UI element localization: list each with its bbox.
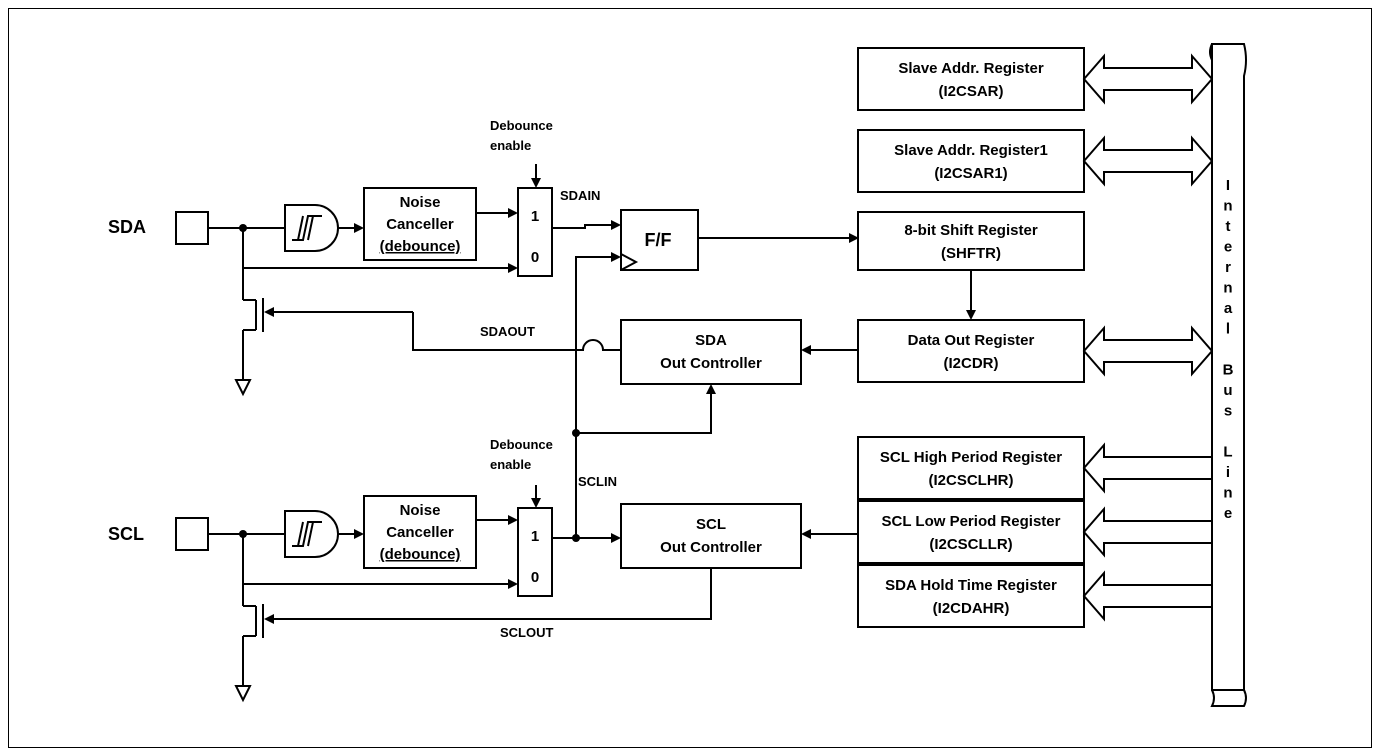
scl-oc-line1: SCL	[696, 516, 726, 533]
sda-pin-label: SDA	[108, 217, 146, 237]
scl-pin	[175, 517, 209, 551]
reg-sda-hold	[857, 564, 1085, 628]
reg-sda-hold-l2: (I2CDAHR)	[933, 600, 1010, 617]
scl-nc-line3: (debounce)	[380, 546, 461, 563]
scl-nc-line2: Canceller	[386, 524, 454, 541]
internal-bus-letter: n	[1223, 198, 1232, 215]
sda-mux	[517, 187, 553, 277]
scl-ground-icon	[234, 685, 252, 703]
sda-mux-0: 0	[531, 249, 539, 266]
reg-scl-high-l1: SCL High Period Register	[880, 449, 1062, 466]
sda-oc-line2: Out Controller	[660, 355, 762, 372]
internal-bus-letter: a	[1224, 300, 1233, 317]
scl-enable-label: enable	[490, 457, 531, 472]
sclout-label: SCLOUT	[500, 625, 554, 640]
sda-nc-line3: (debounce)	[380, 238, 461, 255]
sda-enable-label: enable	[490, 138, 531, 153]
bus-arrow-data-out	[1082, 325, 1214, 377]
internal-bus-letter: e	[1224, 505, 1232, 522]
sda-nc-line2: Canceller	[386, 216, 454, 233]
reg-sda-hold-l1: SDA Hold Time Register	[885, 577, 1057, 594]
registers: Slave Addr. Register (I2CSAR) Slave Addr…	[857, 47, 1085, 628]
sda-noise-canceller	[363, 187, 477, 261]
bus-arrow-sda-hold	[1082, 570, 1213, 622]
flip-flop-label: F/F	[645, 230, 672, 250]
reg-scl-low-l1: SCL Low Period Register	[882, 513, 1061, 530]
internal-bus-letter: n	[1223, 485, 1232, 502]
reg-shift-l2: (SHFTR)	[941, 245, 1001, 262]
scl-pin-label: SCL	[108, 524, 144, 544]
internal-bus-letter: B	[1223, 362, 1234, 379]
sda-mux-1: 1	[531, 208, 539, 225]
reg-slave-addr1-l2: (I2CSAR1)	[934, 165, 1007, 182]
internal-bus-letter: s	[1224, 403, 1232, 420]
sda-path: SDA Noise Canceller (debounce) Debounce …	[108, 118, 859, 397]
sda-out-controller-box	[620, 319, 802, 385]
bus-arrow-slave-addr	[1082, 53, 1214, 105]
internal-bus-letter: u	[1223, 382, 1232, 399]
sda-ground-icon	[234, 379, 252, 397]
sda-nc-line1: Noise	[400, 194, 441, 211]
reg-scl-high	[857, 436, 1085, 500]
internal-bus-letter: e	[1224, 239, 1232, 256]
scl-mux-1: 1	[531, 528, 539, 545]
reg-data-out-l1: Data Out Register	[908, 332, 1035, 349]
scl-oc-line2: Out Controller	[660, 539, 762, 556]
scl-mux-0: 0	[531, 569, 539, 586]
reg-scl-low	[857, 500, 1085, 564]
scl-mux	[517, 507, 553, 597]
scl-nc-line1: Noise	[400, 502, 441, 519]
scl-path: SCL Noise Canceller (debounce) Debounce …	[108, 437, 712, 703]
scl-out-controller: SCL Out Controller	[620, 503, 858, 569]
sdaout-label: SDAOUT	[480, 324, 535, 339]
sda-debounce-label: Debounce	[490, 118, 553, 133]
sclin-routing	[572, 252, 716, 542]
scl-debounce-label: Debounce	[490, 437, 553, 452]
reg-slave-addr-l2: (I2CSAR)	[938, 83, 1003, 100]
reg-scl-high-l2: (I2CSCLHR)	[929, 472, 1014, 489]
sdain-label: SDAIN	[560, 188, 600, 203]
sclin-label: SCLIN	[578, 474, 617, 489]
sda-oc-line1: SDA	[695, 332, 727, 349]
internal-bus-letter: t	[1226, 218, 1231, 235]
internal-bus-letter: n	[1223, 280, 1232, 297]
internal-bus-letter: I	[1226, 177, 1230, 194]
reg-shift-l1: 8-bit Shift Register	[904, 222, 1038, 239]
bus-arrows	[1082, 53, 1214, 622]
scl-out-controller-box	[620, 503, 802, 569]
sda-pin	[175, 211, 209, 245]
internal-bus-letter: L	[1223, 444, 1232, 461]
bus-arrow-scl-high	[1082, 442, 1213, 494]
bus-arrow-slave-addr1	[1082, 135, 1214, 187]
internal-bus-letter: r	[1225, 259, 1231, 276]
reg-scl-low-l2: (I2CSCLLR)	[929, 536, 1012, 553]
internal-bus-bar	[1211, 43, 1247, 691]
scl-noise-canceller	[363, 495, 477, 569]
bus-arrow-scl-low	[1082, 506, 1213, 558]
reg-slave-addr1	[857, 129, 1085, 193]
reg-slave-addr1-l1: Slave Addr. Register1	[894, 142, 1048, 159]
reg-slave-addr	[857, 47, 1085, 111]
internal-bus-letter: l	[1226, 321, 1230, 338]
internal-bus-letter: i	[1226, 464, 1230, 481]
reg-data-out	[857, 319, 1085, 383]
reg-slave-addr-l1: Slave Addr. Register	[898, 60, 1043, 77]
sda-out-controller: SDA Out Controller	[620, 319, 858, 385]
reg-data-out-l2: (I2CDR)	[944, 355, 999, 372]
